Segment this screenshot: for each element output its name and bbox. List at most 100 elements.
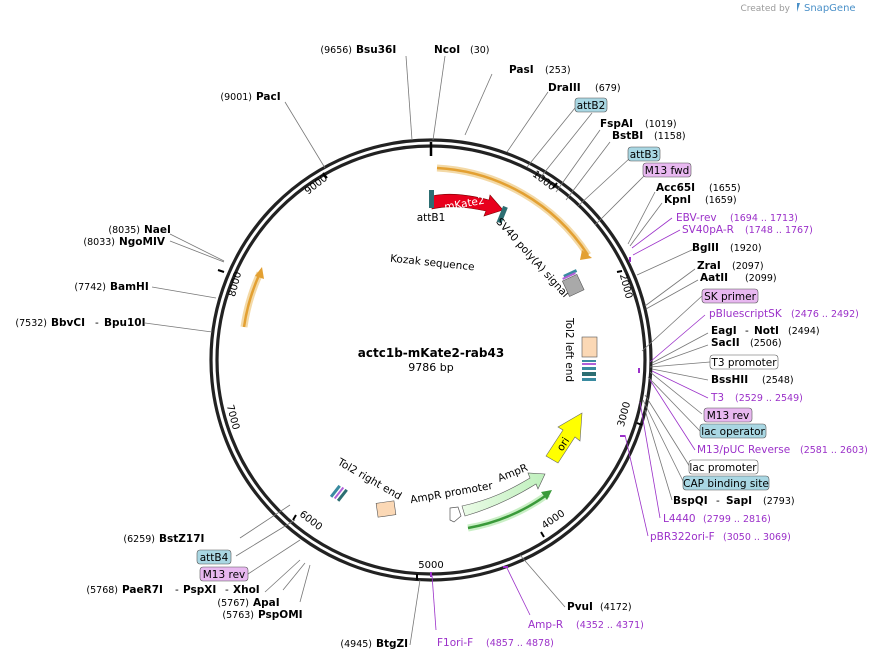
primer-tick [629,257,631,262]
orf-arrows [240,164,592,532]
box-sk-primer: SK primer [701,288,759,304]
enzyme-pos: (2506) [750,338,782,349]
mkate2-arrow [431,193,504,217]
box-label: SK primer [704,291,756,303]
enzyme-pos: (2097) [732,261,764,272]
primer-pbr322ori-f: pBR322ori-F [650,531,715,543]
tick-mark [616,270,623,273]
box-attb2: attB2 [574,97,608,113]
primer-ebv-rev: EBV-rev [676,212,717,224]
sv40-marker [496,205,508,224]
box-label: lac promoter [689,462,757,474]
enzyme-sapi: SapI [726,495,752,507]
snapgene-logo-icon [797,3,800,12]
tol2-right-block [375,500,397,518]
enzyme-ncoi: NcoI [434,44,460,56]
primer-range: (2581 .. 2603) [800,445,868,456]
primer-tick [638,368,640,373]
enzyme-pos: (5763) [222,610,254,621]
enzyme-zrai: ZraI [697,260,721,272]
enzyme-ngomiv: NgoMIV [119,236,166,248]
enzyme-noti: NotI [754,325,779,337]
enzyme-pvui: PvuI [567,601,593,613]
plasmid-length: 9786 bp [408,361,453,374]
tick-mark [636,422,643,426]
enzyme-pos: (6259) [123,534,155,545]
tick-labels: 1000 2000 3000 4000 5000 6000 7000 8000 … [217,169,643,580]
enzyme-pos: (8035) [108,225,140,236]
primer-range: (2529 .. 2549) [735,393,803,404]
enzyme-bglii: BglII [692,242,719,254]
enzyme-pos: (4172) [600,602,632,613]
primer-tick [430,572,432,577]
enzyme-pos: (9656) [320,45,352,56]
box-cap-binding-site: CAP binding site [682,475,770,491]
box-m13-rev-left: M13 rev [199,566,249,582]
enzyme-pspomi: PspOMI [258,609,303,621]
tol2-left-label: Tol2 left end [563,317,575,382]
box-label: M13 rev [707,410,750,422]
enzyme-apai: ApaI [253,597,280,609]
enzyme-pos: (2494) [788,326,820,337]
enzyme-sep: - [225,584,229,596]
enzyme-pos: (679) [595,83,621,94]
enzyme-sacii: SacII [711,337,740,349]
attb1-label: attB1 [417,212,446,224]
enzyme-pos: (2548) [762,375,794,386]
enzyme-pos: (8033) [83,237,115,248]
grey-feature-block [561,273,585,297]
tick-label: 5000 [418,560,443,571]
enzyme-pos: (5768) [86,585,118,596]
primer-range: (1694 .. 1713) [730,213,798,224]
primer-tick [503,566,508,568]
enzyme-pos: (253) [545,65,571,76]
primer-labels: EBV-rev (1694 .. 1713) SV40pA-R (1748 ..… [437,212,868,649]
tick-mark [217,269,225,273]
feature-stripe [582,367,596,370]
enzyme-pos: (7742) [74,282,106,293]
tick-mark [540,531,545,538]
box-label: T3 promoter [710,357,777,369]
enzyme-aatii: AatII [700,272,728,284]
enzyme-bstz17i: BstZ17I [159,533,204,545]
enzyme-bsshii: BssHII [711,374,748,386]
enzyme-pos: (2099) [745,273,777,284]
enzyme-pos: (9001) [220,92,252,103]
credit-brand: SnapGene [804,3,856,14]
enzyme-sep: - [95,317,99,329]
primer-range: (2476 .. 2492) [791,309,859,320]
enzyme-bamhi: BamHI [110,281,149,293]
enzyme-bpu10i: Bpu10I [104,317,146,329]
tol2-left-block [581,336,598,358]
kozak-label: Kozak sequence [390,253,476,274]
enzyme-pos: (1659) [705,195,737,206]
enzyme-pos: (4945) [340,639,372,650]
enzyme-pos: (30) [470,45,490,56]
enzyme-sep: - [745,325,749,337]
enzyme-xhoi: XhoI [233,584,260,596]
enzyme-pos: (2793) [763,496,795,507]
enzyme-paer7i: PaeR7I [122,584,163,596]
enzyme-bspqi: BspQI [673,495,708,507]
snapgene-credit: Created by SnapGene [740,3,856,14]
primer-l4440: L4440 [663,513,696,525]
enzyme-paci: PacI [256,91,281,103]
primer-range: (4352 .. 4371) [576,620,644,631]
ori-arrow [545,412,583,464]
box-lac-promoter: lac promoter [688,459,759,475]
box-lac-operator: lac operator [699,423,767,439]
box-leaders [235,107,711,575]
enzyme-pos: (1920) [730,243,762,254]
box-label: attB2 [577,100,606,112]
primer-f1ori-f: F1ori-F [437,637,473,649]
box-labels: attB2 attB3 M13 fwd SK primer T3 promote… [196,97,779,582]
enzyme-eagi: EagI [711,325,737,337]
primer-tick [620,435,625,437]
primer-range: (1748 .. 1767) [745,225,813,236]
primer-range: (2799 .. 2816) [703,514,771,525]
primer-range: (3050 .. 3069) [723,532,791,543]
enzyme-pos: (1158) [654,131,686,142]
box-label: M13 rev [203,569,246,581]
sv40-label: SV40 poly(A) signal [493,216,571,300]
feature-stripe [563,269,578,278]
